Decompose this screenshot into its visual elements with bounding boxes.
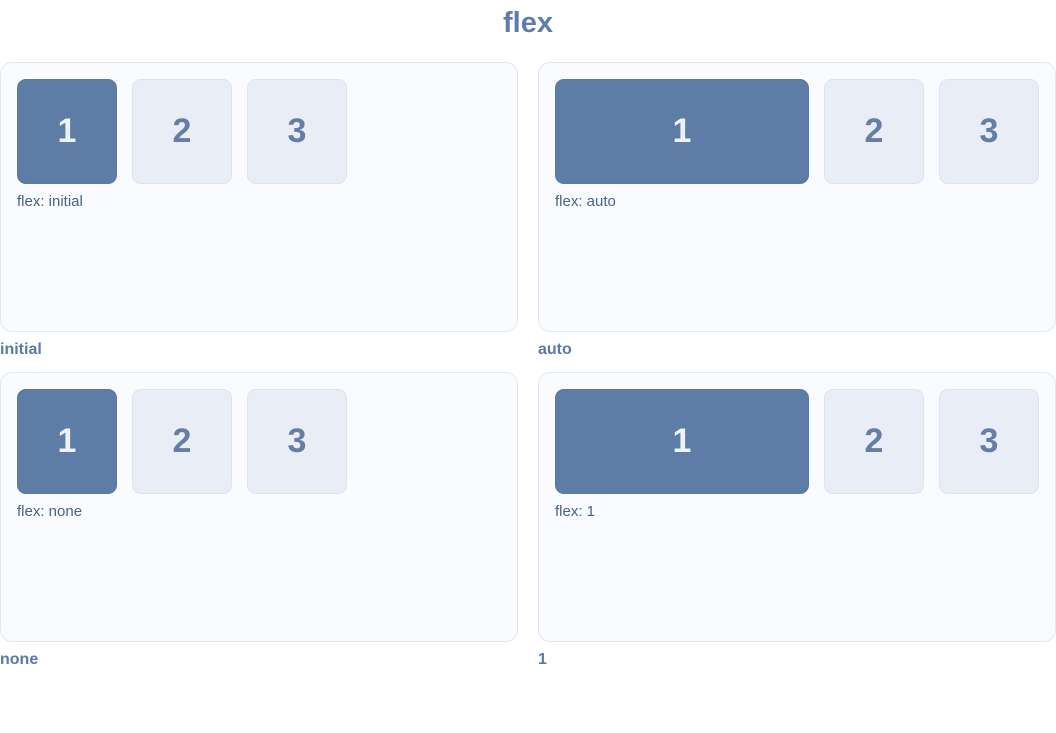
flex-container-initial: 1 2 3: [17, 79, 501, 184]
flex-item-3: 3: [247, 389, 347, 494]
flex-demo-page: flex 1 2 3 flex: initial initial 1 2 3: [0, 6, 1056, 669]
panel-label-auto: auto: [538, 341, 572, 358]
flex-item-3: 3: [939, 79, 1039, 184]
flex-caption-none: flex: none: [17, 503, 83, 520]
flex-container-none: 1 2 3: [17, 389, 501, 494]
flex-item-1: 1: [555, 79, 809, 184]
demo-panel-auto: 1 2 3 flex: auto: [538, 62, 1056, 332]
flex-item-2: 2: [824, 389, 924, 494]
demo-panel-1: 1 2 3 flex: 1: [538, 372, 1056, 642]
panel-label-initial: initial: [0, 341, 42, 358]
demo-panel-none: 1 2 3 flex: none: [0, 372, 518, 642]
demo-cell-1: 1 2 3 flex: 1 1: [538, 372, 1056, 669]
demo-grid: 1 2 3 flex: initial initial 1 2 3 flex: …: [0, 62, 1056, 669]
flex-caption-initial: flex: initial: [17, 193, 83, 210]
page-title: flex: [503, 7, 553, 39]
panel-label-1: 1: [538, 651, 547, 668]
demo-cell-none: 1 2 3 flex: none none: [0, 372, 518, 669]
demo-cell-auto: 1 2 3 flex: auto auto: [538, 62, 1056, 359]
demo-cell-initial: 1 2 3 flex: initial initial: [0, 62, 518, 359]
demo-panel-initial: 1 2 3 flex: initial: [0, 62, 518, 332]
panel-label-none: none: [0, 651, 39, 668]
flex-item-1: 1: [17, 79, 117, 184]
flex-item-3: 3: [939, 389, 1039, 494]
flex-container-1: 1 2 3: [555, 389, 1039, 494]
flex-item-2: 2: [132, 389, 232, 494]
flex-item-2: 2: [132, 79, 232, 184]
flex-item-2: 2: [824, 79, 924, 184]
flex-item-1: 1: [555, 389, 809, 494]
flex-caption-1: flex: 1: [555, 503, 596, 520]
flex-item-1: 1: [17, 389, 117, 494]
flex-item-3: 3: [247, 79, 347, 184]
flex-container-auto: 1 2 3: [555, 79, 1039, 184]
flex-caption-auto: flex: auto: [555, 193, 616, 210]
